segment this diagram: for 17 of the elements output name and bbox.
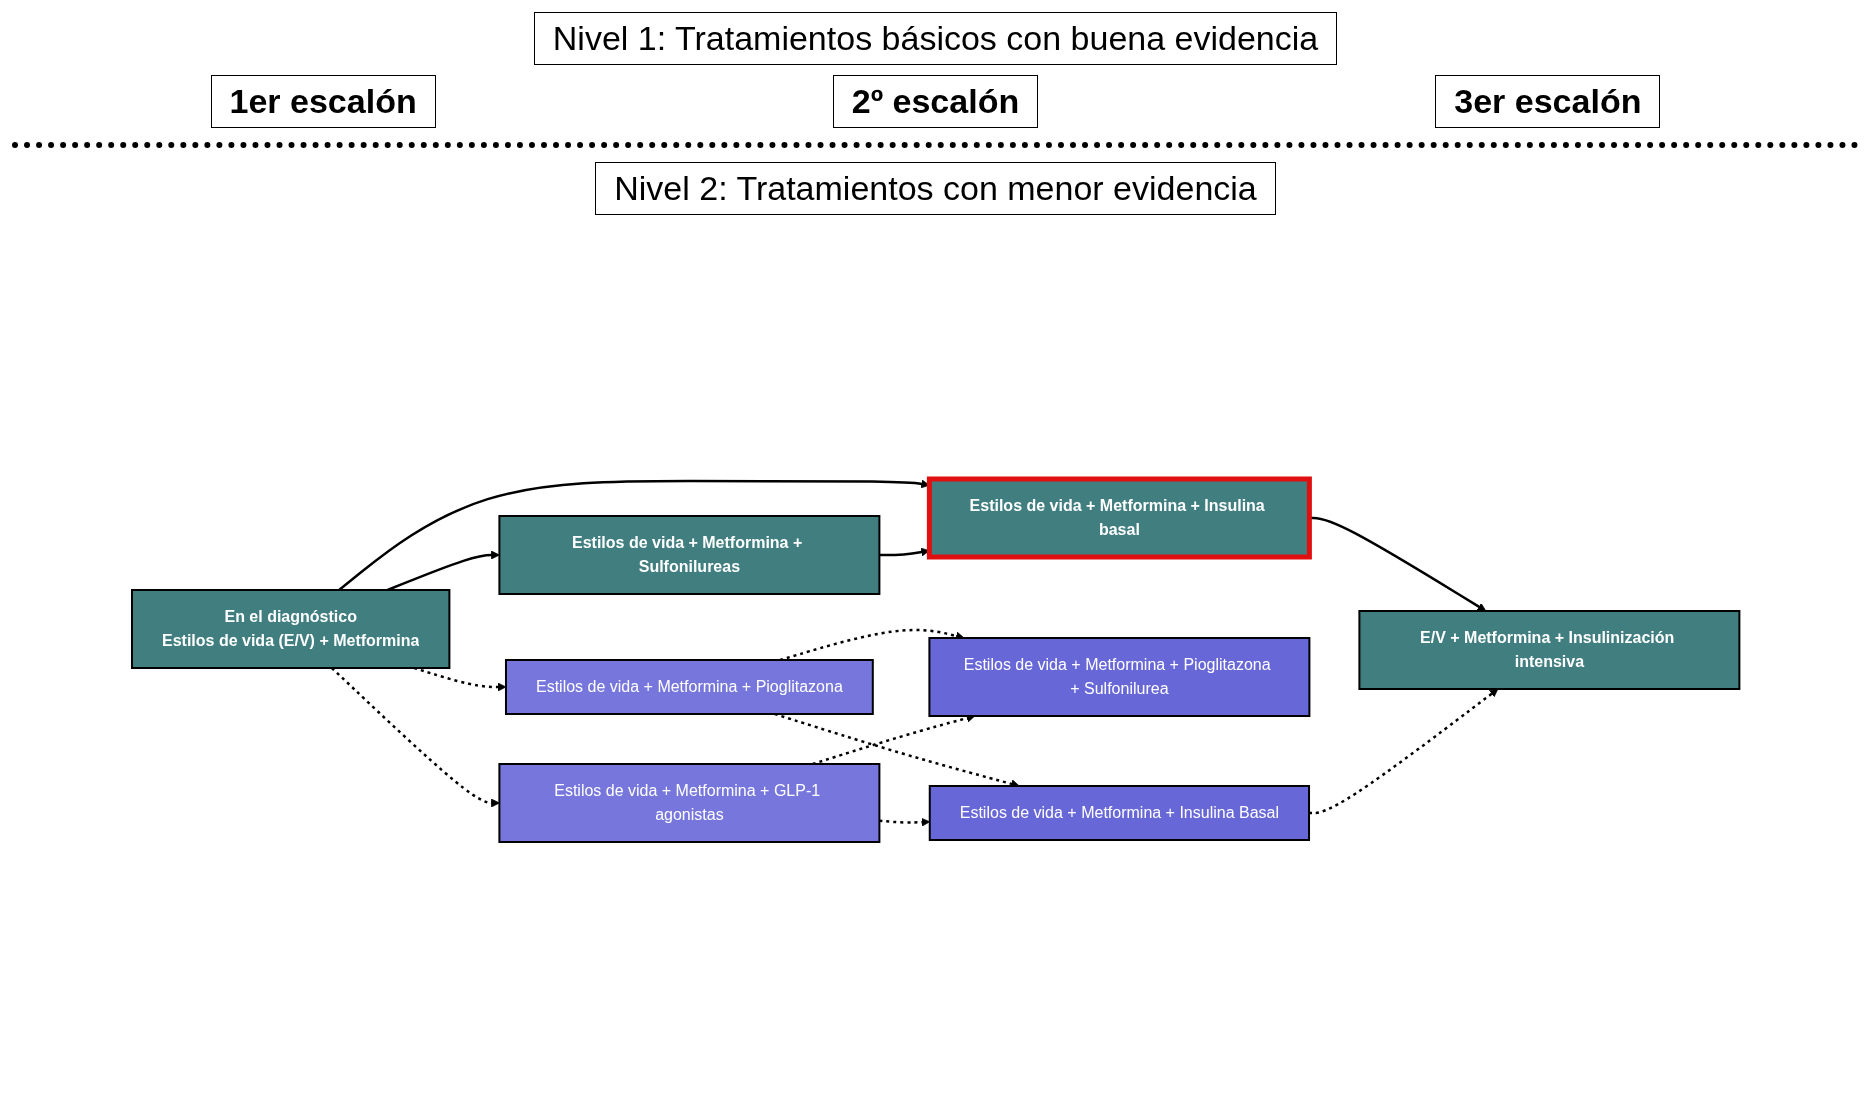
node-box: Estilos de vida + Metformina + Pioglitazona + Sulfonilurea	[928, 636, 1311, 717]
node-box: En el diagnóstico Estilos de vida (E/V) + Metformina	[130, 588, 451, 669]
node-box: Estilos de vida + Metformina + Insulina basal	[926, 476, 1312, 559]
node-box: Estilos de vida + Metformina + Sulfonilureas	[498, 514, 881, 595]
arrow	[330, 666, 500, 807]
step-label: 2º escalón	[832, 75, 1039, 128]
level-heading: Nivel 1: Tratamientos básicos con buena evidencia	[533, 12, 1338, 65]
level-heading: Nivel 2: Tratamientos con menor evidencia	[595, 162, 1276, 215]
step-label: 3er escalón	[1435, 75, 1661, 128]
node-box: Estilos de vida + Metformina + Pioglitazona	[504, 658, 874, 715]
node-box: Estilos de vida + Metformina + GLP-1 agonistas	[498, 762, 881, 843]
arrow	[386, 550, 500, 591]
arrow	[1308, 688, 1499, 814]
arrow	[879, 817, 930, 827]
node-box: Estilos de vida + Metformina + Insulina Basal	[928, 784, 1310, 841]
step-label: 1er escalón	[210, 75, 436, 128]
node-box: E/V + Metformina + Insulinización intensiva	[1358, 609, 1741, 690]
